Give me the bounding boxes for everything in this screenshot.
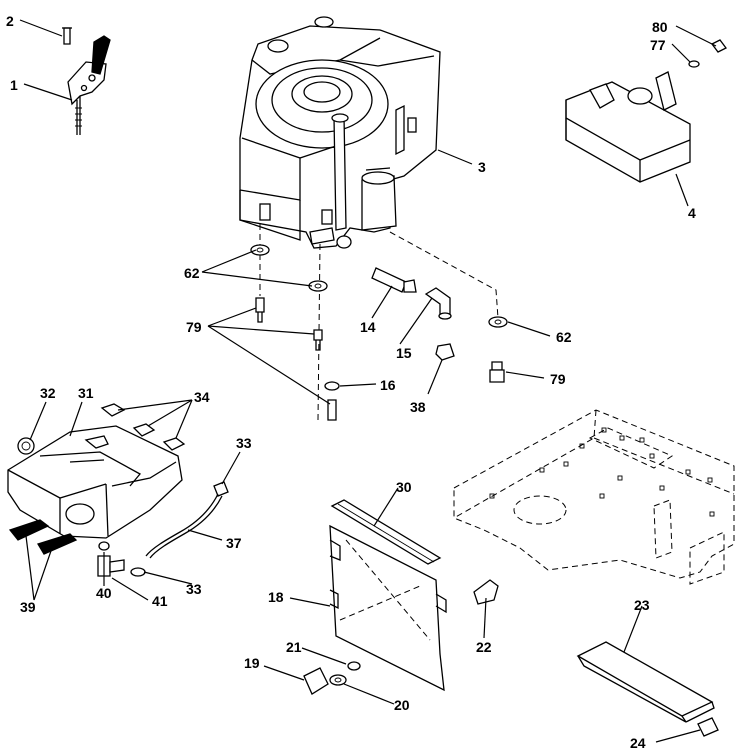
callout-19: 19 <box>244 655 260 671</box>
mount-hardware <box>250 244 508 421</box>
muffler <box>565 39 727 183</box>
throttle-control <box>62 27 111 135</box>
callout-79-left: 79 <box>186 319 202 335</box>
callout-3: 3 <box>478 159 486 175</box>
callout-15: 15 <box>396 345 412 361</box>
callout-37: 37 <box>226 535 242 551</box>
callout-16: 16 <box>380 377 396 393</box>
callout-30: 30 <box>396 479 412 495</box>
engine <box>239 16 499 421</box>
callout-40: 40 <box>96 585 112 601</box>
callout-41: 41 <box>152 593 168 609</box>
callout-39: 39 <box>20 599 36 615</box>
callout-80: 80 <box>652 19 668 35</box>
leader-lines <box>19 19 717 743</box>
callout-31: 31 <box>78 385 94 401</box>
callout-2: 2 <box>6 13 14 29</box>
chassis-frame <box>453 409 735 585</box>
callout-62-right: 62 <box>556 329 572 345</box>
callout-34: 34 <box>194 389 210 405</box>
callout-labels: 2 1 80 77 3 4 62 79 14 15 62 79 16 38 32… <box>6 13 696 751</box>
callout-4: 4 <box>688 205 696 221</box>
callout-79-right: 79 <box>550 371 566 387</box>
callout-38: 38 <box>410 399 426 415</box>
heat-shield <box>303 499 499 695</box>
callout-32: 32 <box>40 385 56 401</box>
callout-24: 24 <box>630 735 646 751</box>
vent-tube <box>97 481 229 577</box>
callout-20: 20 <box>394 697 410 713</box>
callout-33-upper: 33 <box>236 435 252 451</box>
callout-77: 77 <box>650 37 666 53</box>
callout-62-upper: 62 <box>184 265 200 281</box>
callout-18: 18 <box>268 589 284 605</box>
callout-1: 1 <box>10 77 18 93</box>
callout-33-lower: 33 <box>186 581 202 597</box>
callout-22: 22 <box>476 639 492 655</box>
callout-21: 21 <box>286 639 302 655</box>
callout-23: 23 <box>634 597 650 613</box>
battery-box <box>7 403 186 555</box>
shield-plate <box>576 641 719 737</box>
callout-14: 14 <box>360 319 376 335</box>
